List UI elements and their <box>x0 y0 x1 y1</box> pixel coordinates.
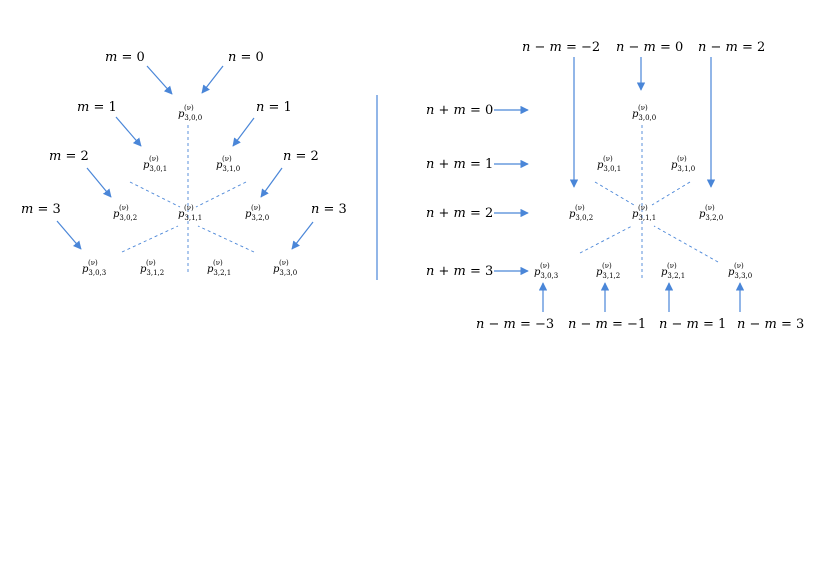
left-nodes: p3,0,0(ν) p3,0,1(ν) p3,1,0(ν) p3,0,2(ν) … <box>82 104 297 277</box>
right-node-3-2-0: p3,2,0(ν) <box>699 204 723 222</box>
left-n-arrow-0 <box>201 65 224 94</box>
right-node-3-0-3: p3,0,3(ν) <box>534 262 558 280</box>
right-node-3-1-2: p3,1,2(ν) <box>596 262 620 280</box>
right-bottom-label-1: n − m = −1 <box>568 317 646 332</box>
right-top-label-0: n − m = −2 <box>522 40 600 55</box>
right-dash-upper-left <box>594 181 635 206</box>
left-n-arrow-2 <box>260 167 283 198</box>
right-node-3-1-1: p3,1,1(ν) <box>632 204 656 222</box>
right-dash-lower-left <box>579 225 633 254</box>
left-n-label-0: n = 0 <box>228 50 264 65</box>
left-node-3-1-2: p3,1,2(ν) <box>140 259 164 277</box>
right-node-3-2-1: p3,2,1(ν) <box>661 262 685 280</box>
left-node-3-0-3: p3,0,3(ν) <box>82 259 106 277</box>
right-row-label-2: n + m = 2 <box>426 206 493 221</box>
right-row-label-1: n + m = 1 <box>426 157 493 172</box>
right-row-label-0: n + m = 0 <box>426 103 493 118</box>
right-top-label-1: n − m = 0 <box>616 40 683 55</box>
right-node-3-0-1: p3,0,1(ν) <box>597 155 621 173</box>
left-dash-upper-left <box>129 181 181 208</box>
left-dash-upper-right <box>195 181 247 208</box>
right-node-3-0-2: p3,0,2(ν) <box>569 204 593 222</box>
left-m-label-3: m = 3 <box>21 202 61 217</box>
right-dash-upper-right <box>651 181 691 206</box>
right-diagram: n + m = 0 n + m = 1 n + m = 2 n + m = 3 … <box>426 40 804 332</box>
left-node-3-1-0: p3,1,0(ν) <box>216 155 240 173</box>
left-n-arrow-1 <box>232 117 255 147</box>
left-n-label-3: n = 3 <box>311 202 347 217</box>
right-nodes: p3,0,0(ν) p3,0,1(ν) p3,1,0(ν) p3,0,2(ν) … <box>534 104 752 280</box>
right-node-3-0-0: p3,0,0(ν) <box>632 104 656 122</box>
right-bottom-label-2: n − m = 1 <box>659 317 726 332</box>
left-m-label-0: m = 0 <box>105 50 145 65</box>
left-m-arrow-3 <box>56 220 82 250</box>
left-m-label-2: m = 2 <box>49 149 89 164</box>
left-node-3-0-0: p3,0,0(ν) <box>178 104 202 122</box>
left-m-label-1: m = 1 <box>77 100 117 115</box>
right-node-3-3-0: p3,3,0(ν) <box>728 262 752 280</box>
left-node-3-1-1: p3,1,1(ν) <box>178 204 202 222</box>
left-m-arrow-2 <box>86 167 112 198</box>
right-dash-lower-right <box>653 225 719 263</box>
left-m-arrow-1 <box>115 116 142 147</box>
right-row-label-3: n + m = 3 <box>426 264 493 279</box>
left-m-arrow-0 <box>146 65 173 95</box>
left-node-3-3-0: p3,3,0(ν) <box>273 259 297 277</box>
left-n-label-2: n = 2 <box>283 149 319 164</box>
right-bottom-label-3: n − m = 3 <box>737 317 804 332</box>
left-node-3-0-2: p3,0,2(ν) <box>113 204 137 222</box>
right-top-label-2: n − m = 2 <box>698 40 765 55</box>
left-n-arrow-3 <box>291 221 314 250</box>
left-node-3-2-1: p3,2,1(ν) <box>207 259 231 277</box>
right-node-3-1-0: p3,1,0(ν) <box>671 155 695 173</box>
left-dash-lower-left <box>121 225 179 253</box>
right-bottom-label-0: n − m = −3 <box>476 317 554 332</box>
left-n-label-1: n = 1 <box>256 100 292 115</box>
left-diagram: m = 0 m = 1 m = 2 m = 3 n = 0 n = 1 n = … <box>21 50 347 277</box>
left-node-3-2-0: p3,2,0(ν) <box>245 204 269 222</box>
left-node-3-0-1: p3,0,1(ν) <box>143 155 167 173</box>
left-dash-lower-right <box>197 225 255 253</box>
